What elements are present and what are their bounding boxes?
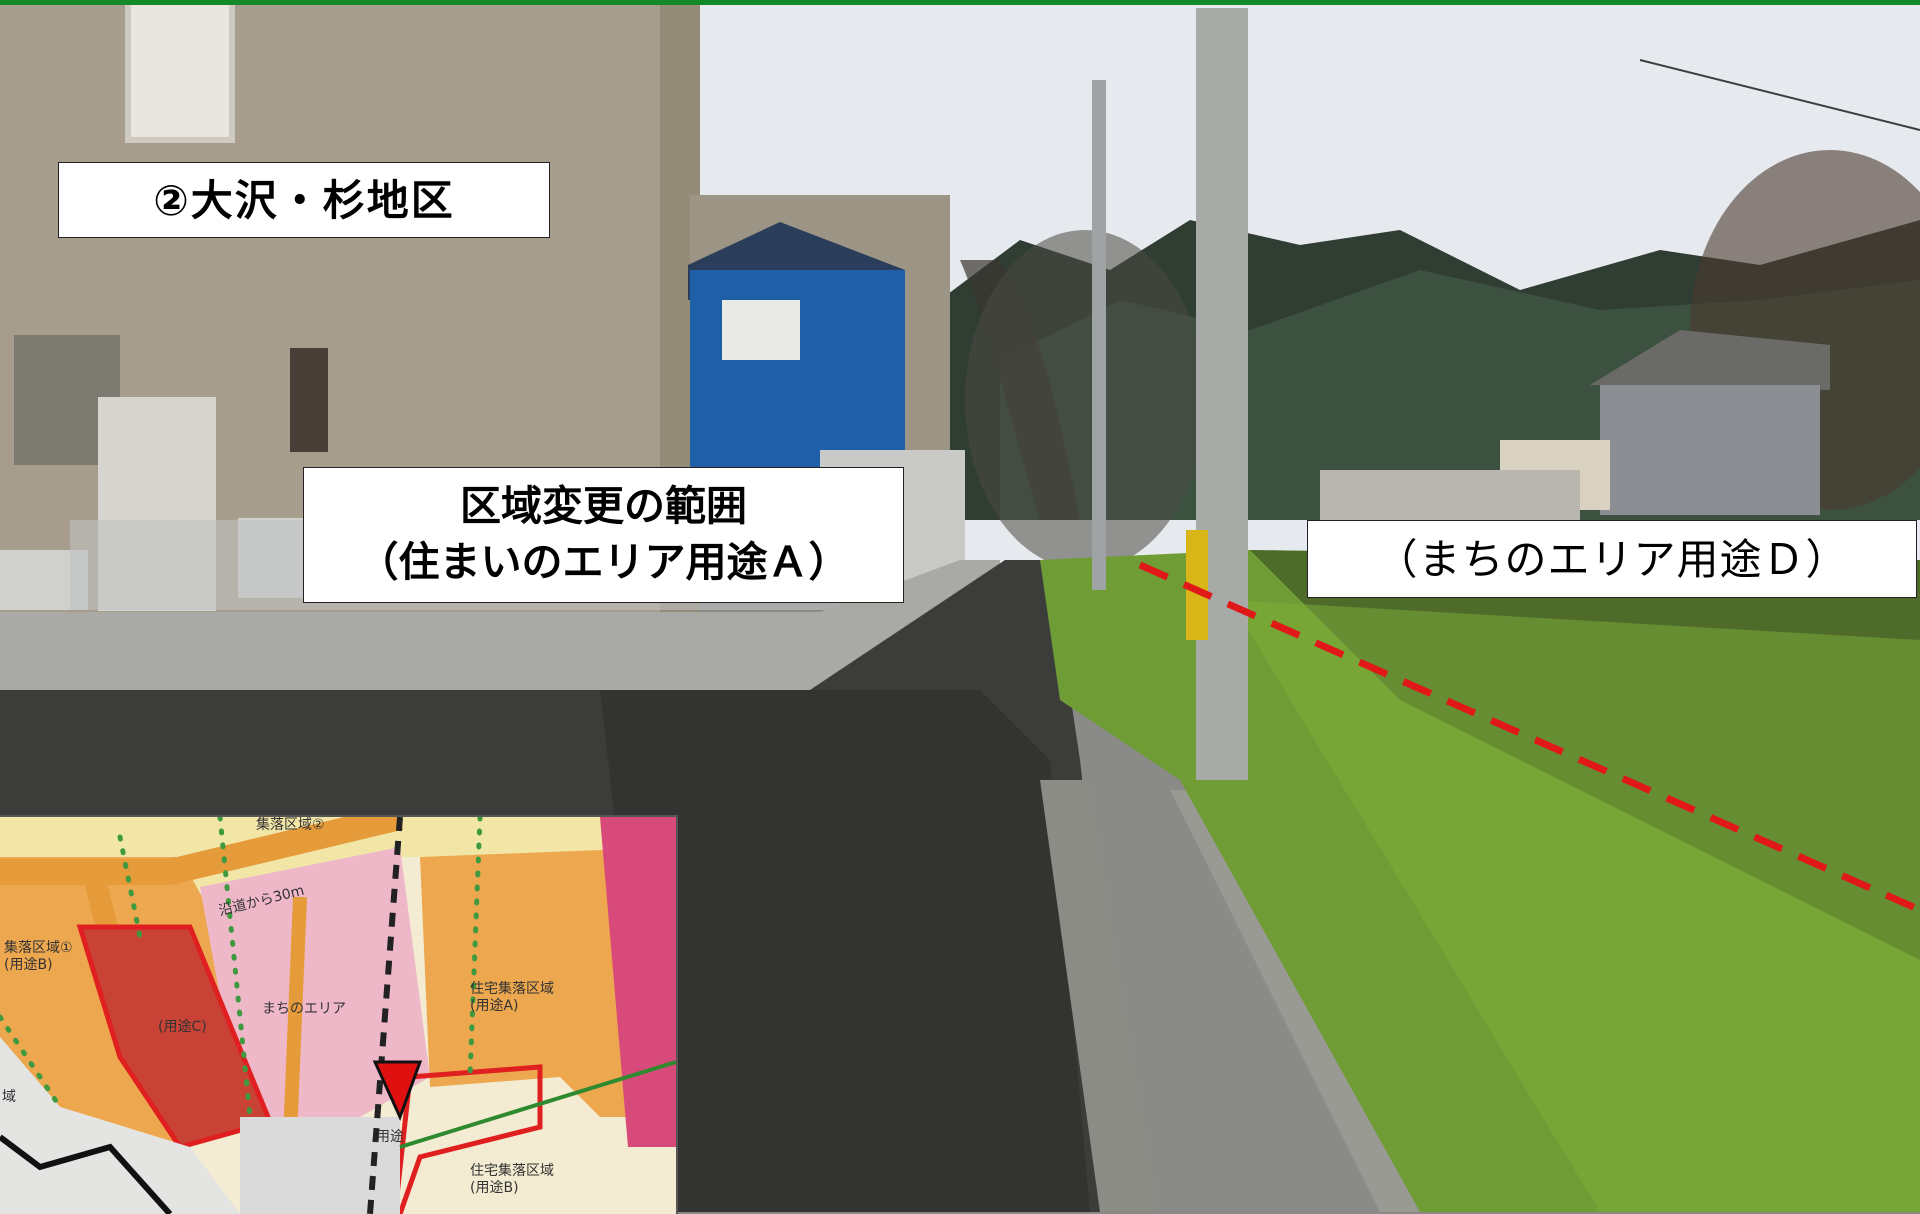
house-roof-right: [1590, 330, 1830, 390]
change-area-line2: （住まいのエリア用途Ａ）: [357, 538, 850, 586]
map-label-residential-b: 住宅集落区域 (用途B): [470, 1163, 554, 1197]
map-location-marker: [372, 1060, 423, 1121]
house-right: [1600, 385, 1820, 515]
inset-map-graphic: [0, 817, 676, 1214]
map-zone-pink: [200, 847, 430, 1117]
change-area-label: 区域変更の範囲 （住まいのエリア用途Ａ）: [303, 467, 904, 603]
map-label-residential-b-line1: 住宅集落区域: [470, 1163, 554, 1179]
blue-house-window: [722, 300, 800, 360]
concrete-curb: [1040, 780, 1160, 1212]
map-label-top-zone: 集落区域②: [256, 817, 325, 833]
map-zone-magenta: [600, 817, 676, 1147]
map-change-outline: [392, 1064, 543, 1214]
asphalt-path: [600, 690, 1090, 1212]
map-label-left-zone-line2: (用途B): [4, 957, 53, 973]
utility-pole-far: [1092, 80, 1106, 590]
utility-pole: [1196, 8, 1248, 780]
top-accent-bar: [0, 0, 1920, 5]
map-label-residential-a-line2: (用途A): [470, 998, 519, 1014]
block-wall: [0, 560, 1000, 690]
grass-light: [1230, 600, 1920, 1212]
map-label-left-edge: 域: [2, 1089, 16, 1105]
map-road-orange: [0, 817, 404, 885]
map-boundary-black: [0, 1134, 173, 1214]
power-line: [1639, 59, 1920, 131]
tree-canopy: [965, 230, 1205, 570]
map-label-left-zone: 集落区域① (用途B): [4, 940, 73, 974]
pole-reflector: [1186, 530, 1208, 640]
map-zone-grey: [0, 1037, 240, 1214]
map-label-machi-area: まちのエリア: [262, 1001, 346, 1017]
window-upper: [125, 0, 235, 143]
map-railway: [367, 817, 403, 1214]
district-title: ②大沢・杉地区: [58, 162, 550, 238]
map-label-residential-a-line1: 住宅集落区域: [470, 981, 554, 997]
map-green-line: [399, 1060, 676, 1149]
machi-area-label: （まちのエリア用途Ｄ）: [1307, 520, 1917, 598]
map-use-c-area: [76, 924, 274, 1150]
map-green-dots: [0, 817, 483, 1120]
house-far: [1320, 470, 1580, 520]
change-area-line1: 区域変更の範囲: [460, 482, 747, 530]
map-road-orange-3: [283, 896, 307, 1138]
map-label-residential-b-line2: (用途B): [470, 1180, 519, 1196]
map-label-left-zone-line1: 集落区域①: [4, 940, 73, 956]
meter-box: [290, 348, 328, 452]
map-label-use-small: 用途: [376, 1129, 404, 1145]
map-zone-grey-2: [240, 1117, 400, 1214]
inset-map: 集落区域② 沿道から30m 集落区域① (用途B) (用途C) まちのエリア 住…: [0, 815, 678, 1214]
map-label-residential-a: 住宅集落区域 (用途A): [470, 981, 554, 1015]
map-label-use-c: (用途C): [158, 1019, 207, 1035]
